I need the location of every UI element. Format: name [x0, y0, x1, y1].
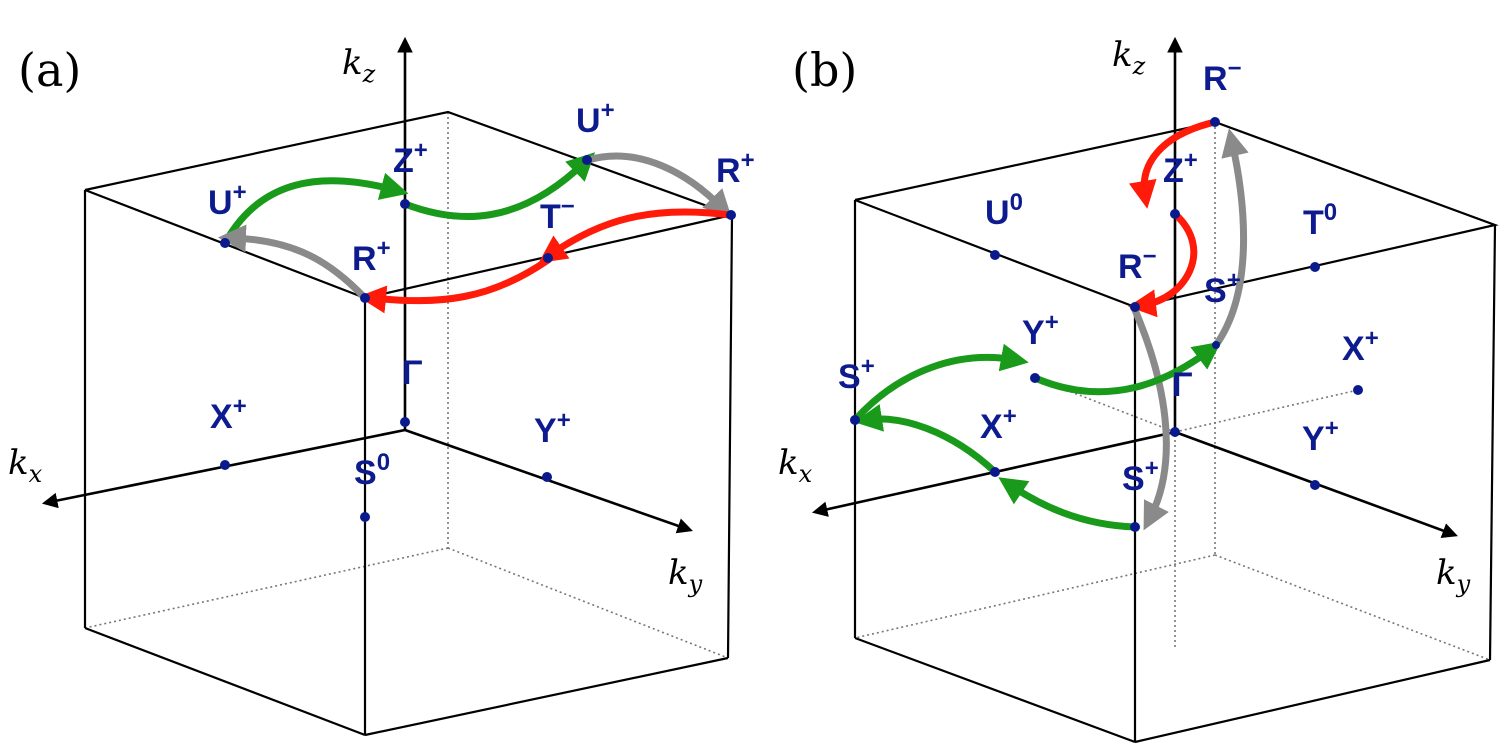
panel-a-ky-label: ky	[668, 553, 703, 598]
point-dot	[850, 415, 860, 425]
point-label: R−	[1118, 243, 1157, 286]
point-label: Z+	[1163, 147, 1198, 190]
panel-a-green-path-1	[221, 172, 409, 247]
point-dot	[220, 238, 230, 248]
point-dot	[1130, 302, 1140, 312]
panel-a-red-path-1	[538, 208, 734, 264]
panel-a-kz-label: kz	[342, 43, 376, 88]
panel-b-kz-label: kz	[1112, 35, 1146, 80]
point-label: R+	[716, 147, 755, 190]
point-dot	[1130, 522, 1140, 532]
point-label: Γ	[402, 354, 422, 392]
panel-a-hidden-edges	[84, 112, 729, 659]
point-label: X+	[980, 403, 1017, 446]
panel-a-kx-label: kx	[8, 443, 43, 488]
point-label: U0	[985, 189, 1023, 232]
point-label: Γ	[1172, 366, 1192, 404]
panel-b-gray-path-2	[1131, 306, 1170, 531]
panel-b-paths	[851, 118, 1249, 531]
point-label: U+	[576, 97, 615, 140]
point-dot	[990, 250, 1000, 260]
point-label: Y+	[1302, 415, 1339, 458]
panel-b-green-path-4	[998, 477, 1139, 531]
panel-a-points	[220, 155, 736, 522]
point-label: S+	[1204, 267, 1241, 310]
point-dot	[1210, 117, 1220, 127]
point-dot	[1310, 480, 1320, 490]
panel-b-red-path-2	[1128, 210, 1198, 318]
panel-b-point-labels: R− Z+ U0 T0 R− S+ Y+ X+ S+ Γ X+ Y+ S+	[838, 55, 1379, 498]
panel-b-kx-label: kx	[778, 443, 813, 488]
point-dot	[1030, 373, 1040, 383]
point-label: T0	[1303, 199, 1337, 242]
panel-a-label: (a)	[18, 43, 81, 97]
point-label: X+	[1342, 325, 1379, 368]
panel-a: (a) kz kx ky	[8, 36, 755, 737]
panel-b-green-path-2	[1031, 341, 1222, 396]
panel-a-gray-path-1	[584, 152, 732, 219]
point-dot	[726, 210, 736, 220]
point-dot	[1212, 341, 1220, 349]
point-dot	[543, 253, 553, 263]
panel-b-red-path-1	[1128, 118, 1219, 209]
panel-a-point-labels: U+ Z+ U+ R+ T− R+ Γ X+ Y+ S0	[208, 97, 755, 492]
point-label: T−	[540, 193, 575, 236]
point-label: X+	[210, 393, 247, 436]
point-dot	[400, 199, 410, 209]
point-label: R+	[352, 235, 391, 278]
panel-a-red-path-2	[358, 256, 552, 314]
point-dot	[1170, 427, 1180, 437]
point-label: Y+	[1022, 309, 1059, 352]
panel-a-paths	[218, 152, 734, 314]
panel-b-label: (b)	[792, 43, 857, 97]
panel-b-points	[850, 117, 1363, 532]
point-dot	[990, 467, 1000, 477]
point-dot	[582, 155, 592, 165]
point-label: U+	[208, 179, 247, 222]
panel-b-ky-label: ky	[1436, 553, 1471, 598]
point-label: S0	[354, 449, 390, 492]
point-dot	[360, 293, 370, 303]
point-dot	[1170, 209, 1180, 219]
panel-a-green-path-2	[401, 152, 596, 220]
panel-a-gray-path-2	[218, 224, 367, 300]
point-dot	[220, 460, 230, 470]
point-label: S+	[838, 353, 875, 396]
point-dot	[1353, 385, 1363, 395]
point-label: R−	[1203, 55, 1242, 98]
panel-b: (b) kz kx ky	[778, 35, 1499, 744]
panel-b-green-path-1	[851, 343, 1029, 424]
panel-b-green-path-3	[854, 404, 999, 476]
point-dot	[400, 417, 410, 427]
point-label: S+	[1122, 455, 1159, 498]
point-label: Y+	[534, 407, 571, 450]
point-label: Z+	[393, 137, 428, 180]
panel-b-gray-path-1	[1212, 128, 1249, 349]
point-dot	[360, 512, 370, 522]
point-dot	[542, 472, 552, 482]
point-dot	[1310, 262, 1320, 272]
